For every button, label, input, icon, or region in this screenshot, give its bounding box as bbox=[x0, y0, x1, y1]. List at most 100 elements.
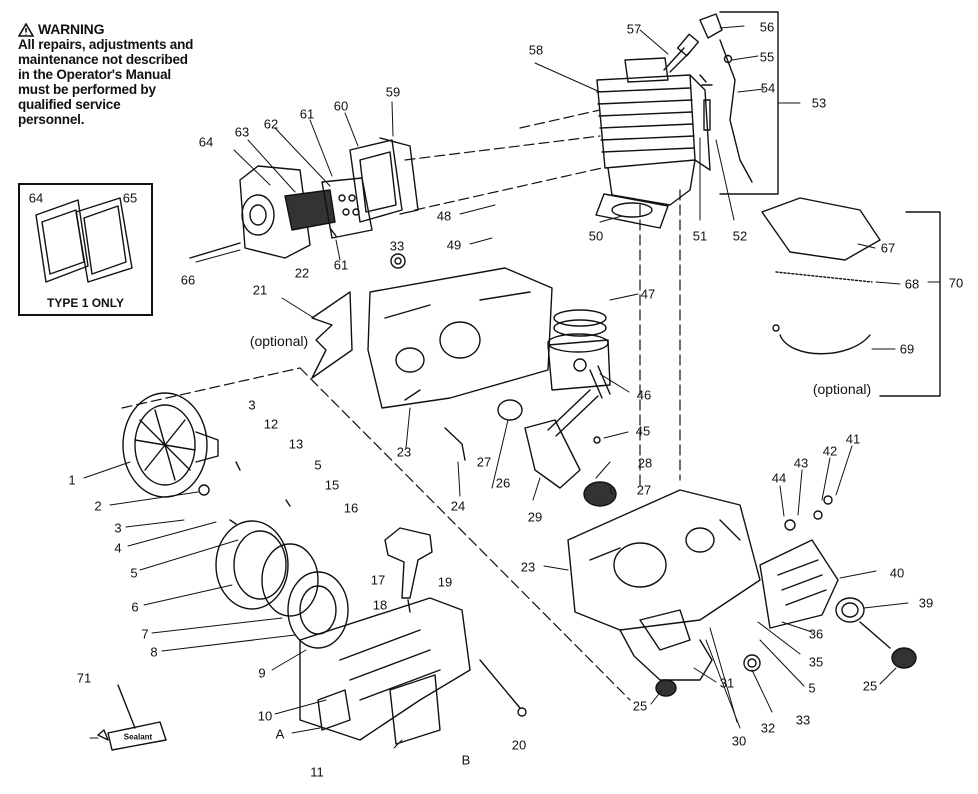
callout: 71 bbox=[76, 670, 92, 686]
small-hardware bbox=[593, 436, 833, 697]
callout: 7 bbox=[141, 626, 149, 642]
crankcase-lower bbox=[567, 489, 761, 681]
callout: 57 bbox=[626, 21, 642, 37]
callout: 10 bbox=[257, 708, 273, 724]
callout: 15 bbox=[324, 477, 340, 493]
optional-parts bbox=[761, 197, 881, 355]
callout: 6 bbox=[131, 599, 139, 615]
callout: 9 bbox=[258, 665, 266, 681]
callout: 67 bbox=[880, 240, 896, 256]
warning-notice: WARNING All repairs, adjustments and mai… bbox=[18, 22, 258, 127]
bracket-53 bbox=[719, 11, 779, 195]
callout: 19 bbox=[437, 574, 453, 590]
callout: 29 bbox=[527, 509, 543, 525]
ignition-module bbox=[759, 539, 917, 669]
callout: 47 bbox=[640, 286, 656, 302]
piston-assembly bbox=[547, 309, 611, 399]
callout: 54 bbox=[760, 80, 776, 96]
callout: 51 bbox=[692, 228, 708, 244]
callout: 40 bbox=[889, 565, 905, 581]
callout: 56 bbox=[759, 19, 775, 35]
callout: 20 bbox=[511, 737, 527, 753]
callout: 2 bbox=[94, 498, 102, 514]
callout: 53 bbox=[811, 95, 827, 111]
callout: 45 bbox=[635, 423, 651, 439]
callout: 30 bbox=[731, 733, 747, 749]
warning-triangle-icon bbox=[18, 22, 34, 37]
callout: 48 bbox=[436, 208, 452, 224]
warning-title: WARNING bbox=[38, 21, 105, 37]
callout: 1 bbox=[68, 472, 76, 488]
callout: 21 bbox=[252, 282, 268, 298]
callout: 55 bbox=[759, 49, 775, 65]
callout: 60 bbox=[333, 98, 349, 114]
type1-caption: TYPE 1 ONLY bbox=[47, 296, 124, 310]
warning-text: All repairs, adjustments and maintenance… bbox=[18, 37, 194, 127]
callout: 3 bbox=[248, 397, 256, 413]
callout: 27 bbox=[476, 454, 492, 470]
callout: 59 bbox=[385, 84, 401, 100]
callout: 27 bbox=[636, 482, 652, 498]
spark-plug bbox=[663, 13, 753, 183]
callout: 32 bbox=[760, 720, 776, 736]
callout: 33 bbox=[389, 238, 405, 254]
callout: 70 bbox=[948, 275, 964, 291]
callout: 8 bbox=[150, 644, 158, 660]
optional-note: (optional) bbox=[812, 381, 872, 397]
callout: 3 bbox=[114, 520, 122, 536]
cylinder bbox=[596, 57, 711, 206]
callout: 61 bbox=[299, 106, 315, 122]
callout: 64 bbox=[198, 134, 214, 150]
assembly-guide-lines bbox=[121, 109, 681, 701]
callout: 4 bbox=[114, 540, 122, 556]
type1-label-64: 64 bbox=[28, 190, 44, 206]
callout: 44 bbox=[771, 470, 787, 486]
callout: 66 bbox=[180, 272, 196, 288]
callout: 25 bbox=[632, 698, 648, 714]
starter-handle bbox=[384, 527, 433, 613]
callout: 13 bbox=[288, 436, 304, 452]
callout: B bbox=[461, 752, 471, 768]
callout: 22 bbox=[294, 265, 310, 281]
callout: 18 bbox=[372, 597, 388, 613]
callout: 23 bbox=[520, 559, 536, 575]
callout: 5 bbox=[808, 680, 816, 696]
callout: 16 bbox=[343, 500, 359, 516]
flywheel bbox=[122, 392, 219, 498]
callout: 39 bbox=[918, 595, 934, 611]
leader-lines bbox=[83, 25, 941, 749]
type1-shields bbox=[35, 197, 133, 283]
callout: 42 bbox=[822, 443, 838, 459]
callout: 50 bbox=[588, 228, 604, 244]
callout: 43 bbox=[793, 455, 809, 471]
callout: 61 bbox=[333, 257, 349, 273]
callout: 25 bbox=[862, 678, 878, 694]
callout: 5 bbox=[314, 457, 322, 473]
callout: 68 bbox=[904, 276, 920, 292]
callout: 28 bbox=[637, 455, 653, 471]
crankcase-upper bbox=[367, 253, 553, 409]
callout: 33 bbox=[795, 712, 811, 728]
deflector-bracket bbox=[311, 291, 353, 379]
optional-note: (optional) bbox=[249, 333, 309, 349]
starter-housing bbox=[299, 597, 471, 745]
callout: 63 bbox=[234, 124, 250, 140]
sealant-tube-label: Sealant bbox=[123, 732, 153, 742]
callout: 35 bbox=[808, 654, 824, 670]
callout: 62 bbox=[263, 116, 279, 132]
muffler-assembly bbox=[189, 137, 419, 259]
crankshaft bbox=[444, 389, 617, 507]
type1-only-box: 64 65 TYPE 1 ONLY bbox=[18, 183, 153, 316]
callout: 17 bbox=[370, 572, 386, 588]
callout: 26 bbox=[495, 475, 511, 491]
cylinder-gasket bbox=[595, 193, 669, 229]
callout: 31 bbox=[719, 675, 735, 691]
callout: 5 bbox=[130, 565, 138, 581]
callout: 49 bbox=[446, 237, 462, 253]
callout: 11 bbox=[310, 764, 324, 780]
callout: 46 bbox=[636, 387, 652, 403]
callout: 12 bbox=[263, 416, 279, 432]
sealant-tube bbox=[97, 684, 167, 751]
